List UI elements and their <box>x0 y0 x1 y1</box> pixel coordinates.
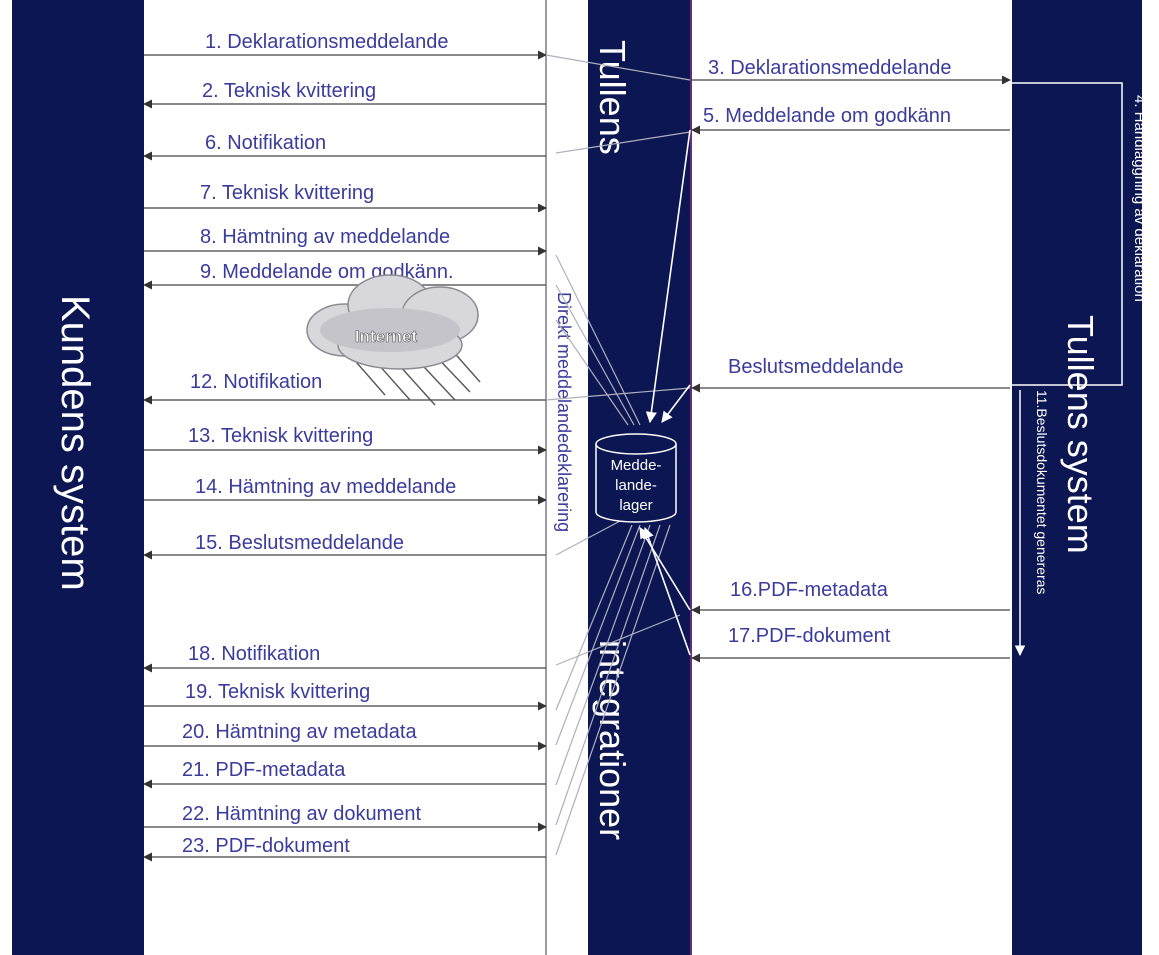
storage-label-line3: lager <box>619 497 652 514</box>
storage-white-lines <box>639 129 691 656</box>
message-label: 19. Teknisk kvittering <box>185 681 370 703</box>
message-label: 22. Hämtning av dokument <box>182 803 421 825</box>
customer-system-column <box>12 0 144 955</box>
message-label: Beslutsmeddelande <box>728 356 904 378</box>
message-label: 7. Teknisk kvittering <box>200 182 374 204</box>
message-label: 21. PDF-metadata <box>182 759 346 781</box>
message-storage: Medde- lande- lager <box>595 433 677 523</box>
message-label: 6. Notifikation <box>205 132 326 154</box>
message-label: 20. Hämtning av metadata <box>182 721 417 743</box>
customs-integrations-title-top: Tullens <box>592 40 633 155</box>
message-label: 2. Teknisk kvittering <box>202 80 376 102</box>
storage-label-line1: Medde- <box>611 457 662 474</box>
message-label: 12. Notifikation <box>190 371 322 393</box>
message-label: 5. Meddelande om godkänn <box>703 105 951 127</box>
customs-integrations-title-bottom: integrationer <box>592 640 633 840</box>
message-label: 15. Beslutsmeddelande <box>195 532 404 554</box>
message-label: 13. Teknisk kvittering <box>188 425 373 447</box>
customs-system-title: Tullens system <box>1060 315 1101 554</box>
storage-label-line2: lande- <box>615 477 657 494</box>
message-label: 18. Notifikation <box>188 643 320 665</box>
message-label: 8. Hämtning av meddelande <box>200 226 450 248</box>
message-label: 9. Meddelande om godkänn. <box>200 261 454 283</box>
handling-bracket <box>1012 82 1123 386</box>
handling-label: 4. Handläggning av deklaration <box>1131 95 1148 302</box>
cloud-rain-icon: Internet <box>306 274 481 406</box>
cloud-label: Internet <box>355 327 418 346</box>
customs-system-column <box>1012 0 1142 955</box>
direct-declaration-label: Direkt meddelandedeklarering <box>554 292 574 532</box>
message-label: 16.PDF-metadata <box>730 579 889 601</box>
message-label: 17.PDF-dokument <box>728 625 891 647</box>
message-label: 23. PDF-dokument <box>182 835 350 857</box>
customer-system-title: Kundens system <box>53 295 97 591</box>
message-label: 14. Hämtning av meddelande <box>195 476 456 498</box>
decision-doc-label: 11.Beslutsdokumentet genereras <box>1034 390 1050 594</box>
message-label: 3. Deklarationsmeddelande <box>708 57 952 79</box>
message-label: 1. Deklarationsmeddelande <box>205 31 449 53</box>
storage-connector-lines <box>545 54 691 856</box>
